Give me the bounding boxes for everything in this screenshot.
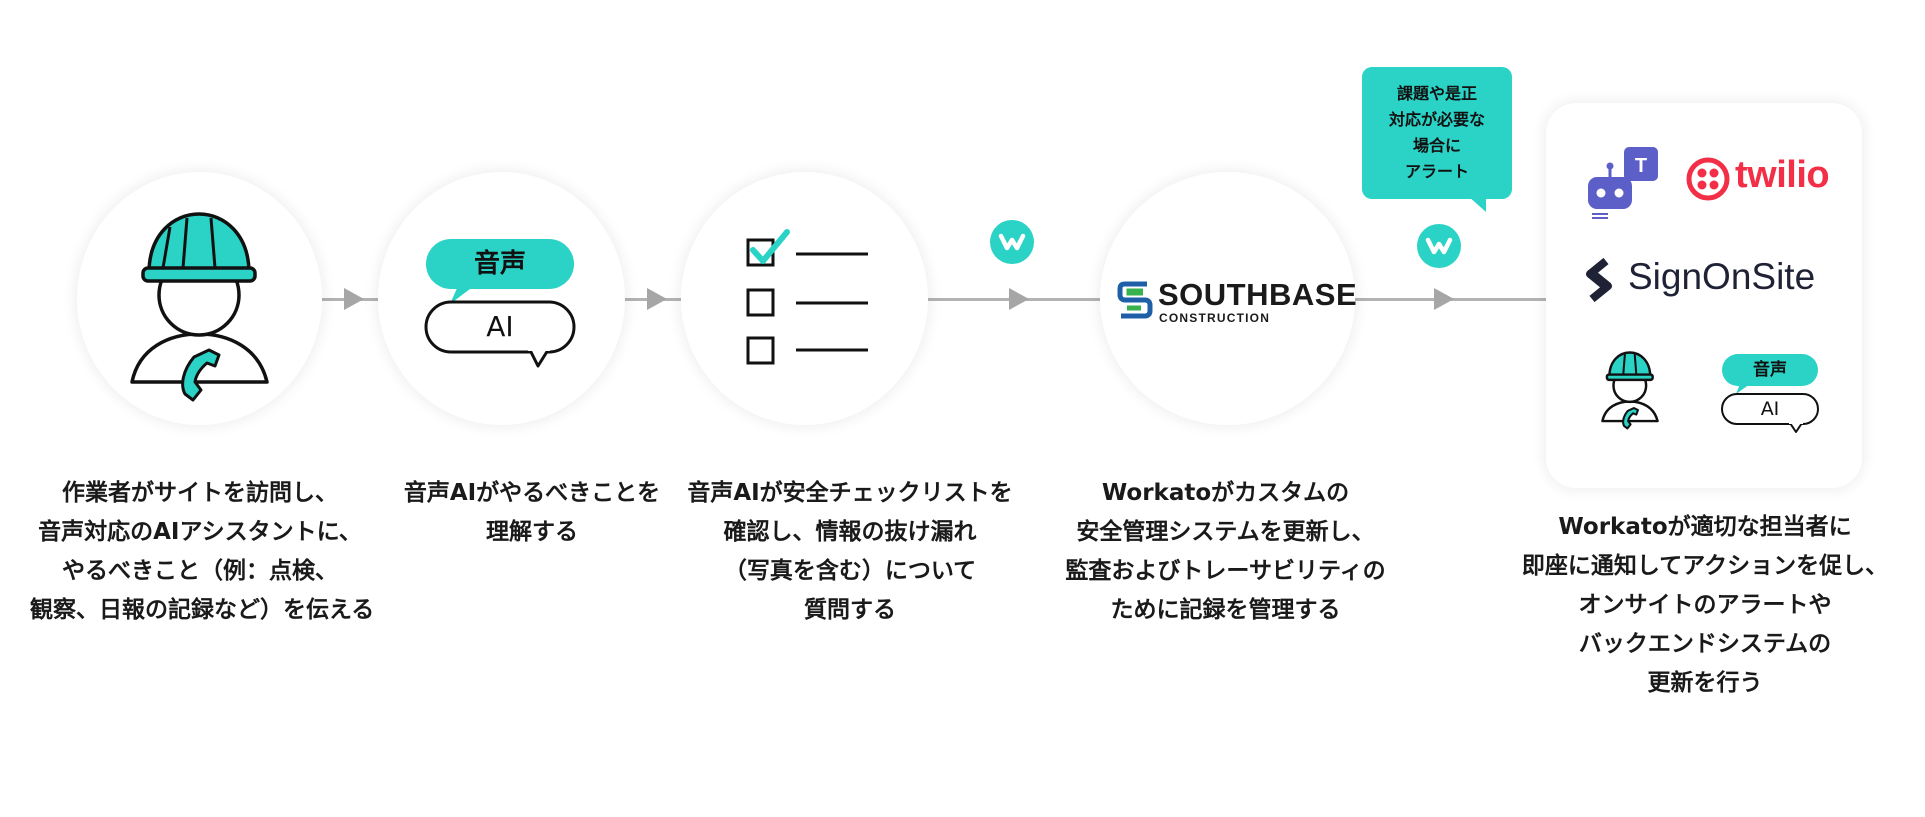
- caption-line: Workatoがカスタムの: [1101, 480, 1350, 506]
- twilio-logo-icon: [1686, 157, 1730, 201]
- arrow-1-icon: [344, 288, 364, 310]
- step-1-circle: [77, 172, 322, 425]
- caption-line: 音声対応のAIアシスタントに、: [38, 519, 362, 545]
- voice-ai-speech-bubbles-icon: [424, 239, 576, 368]
- step-4-caption: Workatoがカスタムの 安全管理システムを更新し、 監査およびトレーサビリテ…: [1063, 474, 1388, 630]
- ai-bubble-label: AI: [486, 310, 514, 343]
- signonsite-logo-icon: [1586, 258, 1612, 302]
- caption-line: ために記録を管理する: [1110, 597, 1341, 623]
- callout-line-4: アラート: [1404, 162, 1469, 181]
- step-1-caption: 作業者がサイトを訪問し、 音声対応のAIアシスタントに、 やるべきこと（例：点検…: [30, 474, 375, 630]
- callout-line-1: 課題や是正: [1396, 84, 1477, 103]
- step-2-circle: 音声 AI: [378, 172, 625, 425]
- caption-line: 確認し、情報の抜け漏れ: [723, 519, 977, 545]
- arrow-3-icon: [1009, 288, 1029, 310]
- caption-line: やるべきこと（例：点検、: [62, 558, 338, 584]
- caption-line: （写真を含む）について: [723, 558, 977, 584]
- arrow-2-icon: [647, 288, 667, 310]
- teams-bot-icon: T: [1588, 147, 1658, 219]
- caption-line: バックエンドシステムの: [1578, 631, 1832, 657]
- step-3-caption: 音声AIが安全チェックリストを 確認し、情報の抜け漏れ （写真を含む）について …: [685, 474, 1015, 630]
- arrow-4-icon: [1434, 288, 1454, 310]
- svg-text:T: T: [1635, 155, 1647, 177]
- step-2-caption: 音声AIがやるべきことを 理解する: [392, 474, 672, 552]
- callout-line-3: 場合に: [1412, 136, 1461, 155]
- caption-line: 音声AIが安全チェックリストを: [687, 480, 1013, 506]
- callout-tail: [1468, 196, 1486, 212]
- voice-bubble-label: 音声: [473, 249, 526, 279]
- small-voice-bubble-label: 音声: [1753, 360, 1787, 380]
- callout-line-2: 対応が必要な: [1388, 110, 1485, 129]
- step-5-caption: Workatoが適切な担当者に 即座に通知してアクションを促し、 オンサイトのア…: [1500, 508, 1910, 703]
- signonsite-logo-text: SignOnSite: [1628, 256, 1816, 297]
- caption-line: 監査およびトレーサビリティの: [1065, 558, 1386, 584]
- caption-line: Workatoが適切な担当者に: [1558, 514, 1852, 540]
- caption-line: 更新を行う: [1647, 670, 1763, 696]
- caption-line: 音声AIがやるべきことを: [403, 480, 661, 506]
- checklist-icon: [746, 229, 868, 365]
- caption-line: 観察、日報の記録など）を伝える: [30, 597, 375, 623]
- caption-line: 即座に通知してアクションを促し、: [1521, 553, 1889, 579]
- southbase-logo-mark: [1117, 281, 1153, 319]
- workato-logo-icon: [990, 220, 1034, 264]
- small-voice-ai-bubbles-icon: [1721, 354, 1819, 433]
- southbase-logo-text: SOUTHBASE: [1158, 277, 1358, 312]
- step-3-circle: [681, 172, 928, 425]
- caption-line: 作業者がサイトを訪問し、: [62, 480, 338, 506]
- twilio-logo-text: twilio: [1735, 154, 1830, 196]
- southbase-logo-subtext: CONSTRUCTION: [1159, 311, 1271, 325]
- small-worker-with-phone-icon: [1601, 351, 1659, 430]
- small-ai-bubble-label: AI: [1760, 398, 1780, 420]
- worker-with-phone-icon: [130, 212, 269, 402]
- caption-line: オンサイトのアラートや: [1578, 592, 1832, 618]
- caption-line: 理解する: [486, 519, 578, 545]
- workato-logo-icon: [1417, 224, 1461, 268]
- caption-line: 安全管理システムを更新し、: [1076, 519, 1375, 545]
- alert-callout: 課題や是正 対応が必要な 場合に アラート: [1362, 67, 1512, 199]
- caption-line: 質問する: [804, 597, 896, 623]
